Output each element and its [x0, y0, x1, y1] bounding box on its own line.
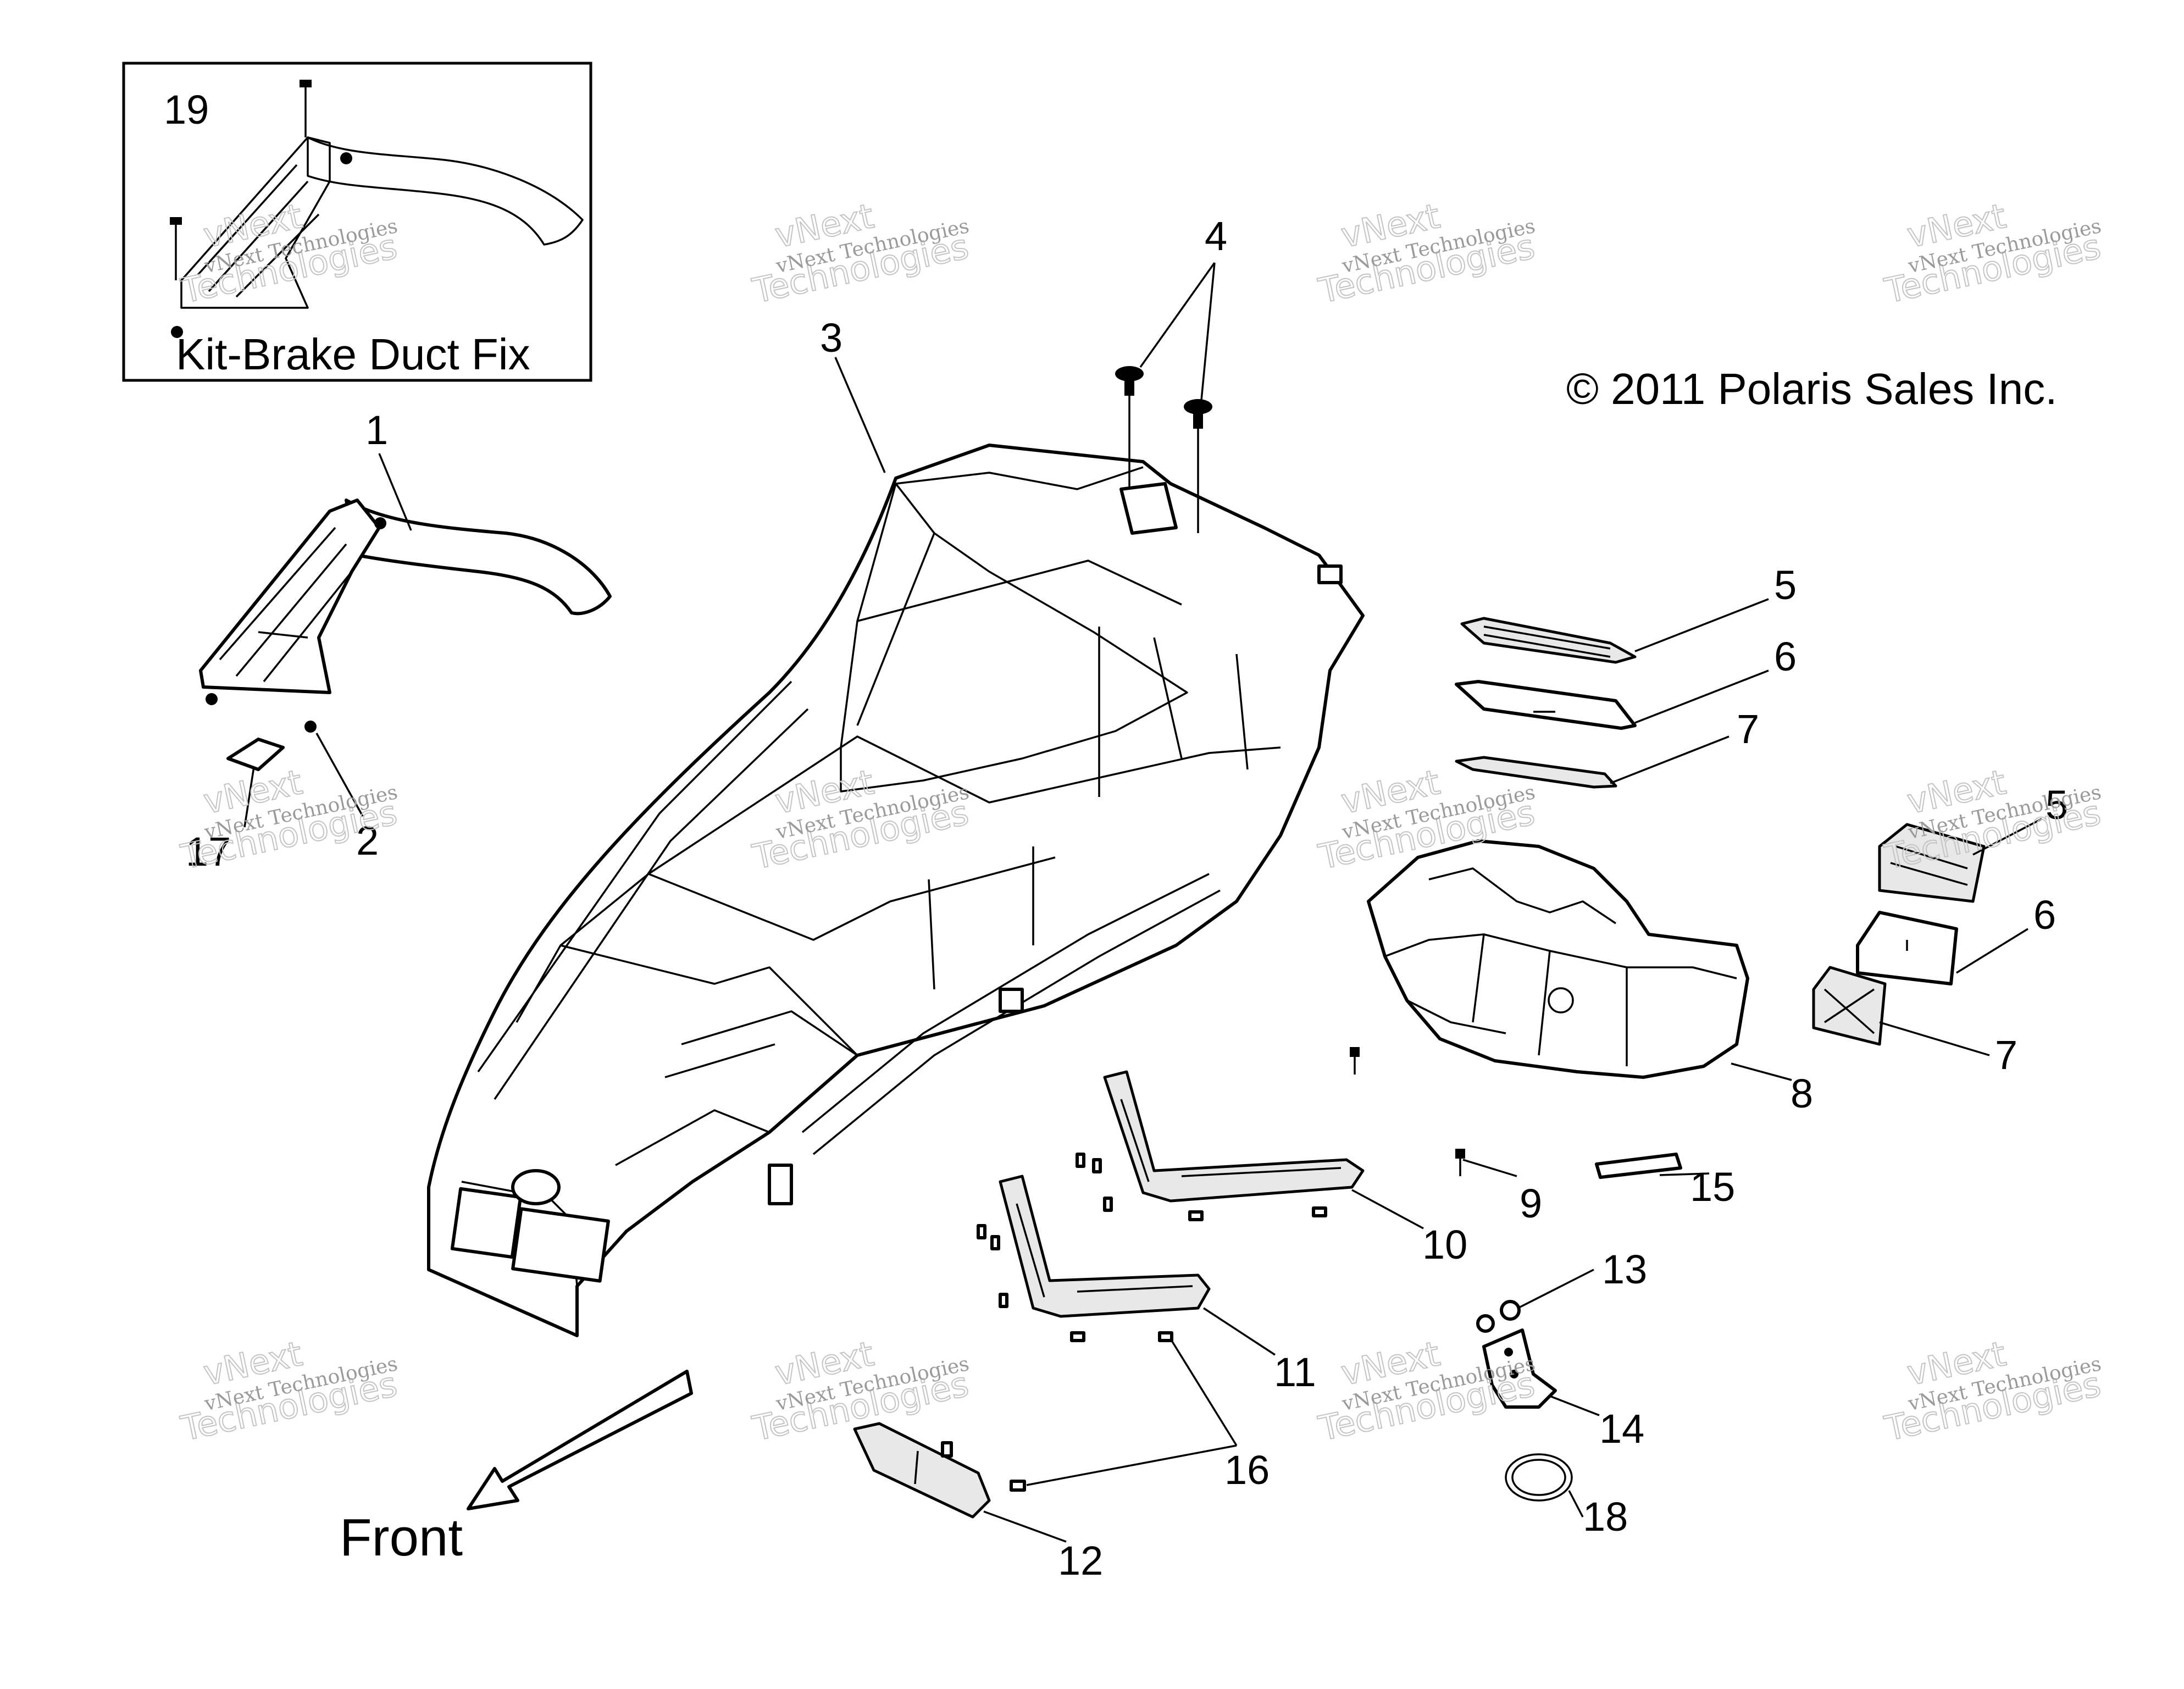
part-9-screws	[1350, 1047, 1465, 1176]
callout-12: 12	[1058, 1538, 1103, 1583]
callout-16: 16	[1224, 1447, 1270, 1493]
part-13-nuts	[1476, 1300, 1521, 1333]
inset-frame	[122, 62, 592, 382]
callout-11: 11	[1274, 1349, 1316, 1395]
callout-7-side: 7	[1995, 1032, 2017, 1078]
inset-kit-brake-duct-fix: 19 Kit-Brake Duct Fix	[122, 62, 592, 382]
part-3-hood	[427, 444, 1365, 1337]
part-1-brake-duct	[199, 499, 612, 733]
part-18-ring	[1505, 1453, 1573, 1502]
callout-10: 10	[1422, 1222, 1467, 1267]
callout-14: 14	[1599, 1406, 1644, 1452]
part-6-side-panel	[1856, 911, 1958, 985]
part-14-bracket	[1482, 1328, 1557, 1409]
leader-lines	[243, 262, 2042, 1543]
part-4-fasteners	[1115, 366, 1212, 533]
part-11-grille	[977, 1175, 1211, 1342]
part-7-upper-gasket	[1455, 756, 1617, 789]
part-10-grille	[1076, 1070, 1365, 1221]
callout-2: 2	[356, 818, 379, 863]
callout-13: 13	[1602, 1247, 1647, 1292]
inset-number: 19	[164, 87, 209, 132]
callout-6-side: 6	[2033, 892, 2056, 938]
callout-15: 15	[1690, 1164, 1735, 1210]
front-label: Front	[340, 1508, 463, 1567]
part-8-airbox	[1367, 839, 1749, 1079]
callout-5-side: 5	[2046, 782, 2068, 828]
part-5-upper-filter	[1460, 617, 1637, 664]
part-15-strip	[1595, 1153, 1682, 1179]
callout-3: 3	[820, 315, 842, 361]
inset-brake-duct	[170, 80, 584, 338]
callout-5-upper: 5	[1774, 562, 1797, 608]
callout-4: 4	[1205, 213, 1227, 259]
callout-9: 9	[1520, 1181, 1542, 1226]
callout-1: 1	[365, 407, 388, 453]
callout-17: 17	[186, 829, 231, 874]
part-7-side-gasket	[1812, 966, 1887, 1046]
callouts: 1 2 3 4 5 6 7 5 6 7 8 9 10 11 12 13 14 1…	[186, 213, 2068, 1583]
callout-18: 18	[1583, 1494, 1628, 1540]
part-5-side-filter	[1878, 823, 1986, 903]
callout-8: 8	[1791, 1071, 1813, 1116]
callout-6-upper: 6	[1774, 634, 1797, 679]
copyright: © 2011 Polaris Sales Inc.	[1566, 364, 2057, 413]
callout-7-upper: 7	[1737, 706, 1759, 752]
front-arrow	[467, 1370, 693, 1510]
part-17-pad	[226, 738, 285, 771]
part-6-upper-panel	[1455, 680, 1637, 730]
part-12-front-grille	[853, 1422, 1026, 1519]
inset-label: Kit-Brake Duct Fix	[176, 330, 530, 379]
